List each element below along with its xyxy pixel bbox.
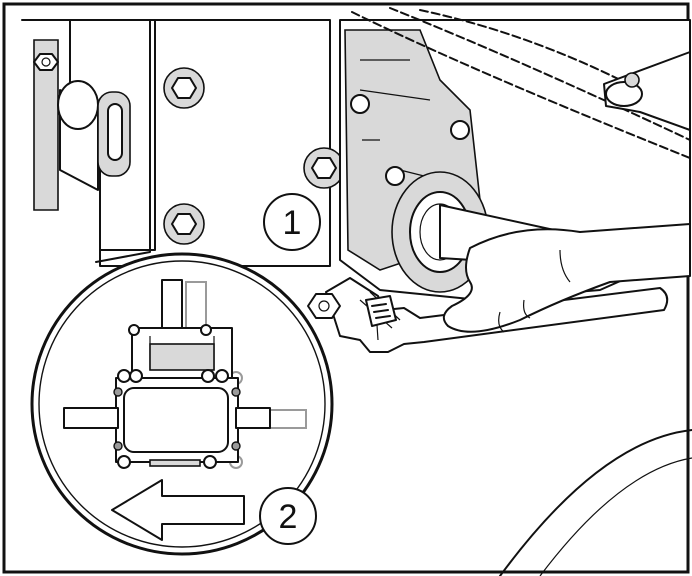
bolt-icon xyxy=(163,203,205,245)
gearbox-icon xyxy=(63,279,307,469)
callout-2-label: 2 xyxy=(279,498,298,536)
left-bracket xyxy=(21,19,156,251)
callout-1-label: 1 xyxy=(283,204,302,242)
nut-icon xyxy=(33,53,59,71)
hand-icon xyxy=(442,223,691,333)
nut-icon xyxy=(307,293,341,319)
callout-1: 1 xyxy=(263,193,321,251)
arrow-left-icon xyxy=(111,479,245,541)
callout-2: 2 xyxy=(259,487,317,545)
bolt-icon xyxy=(163,67,205,109)
bolt-icon xyxy=(303,147,345,189)
